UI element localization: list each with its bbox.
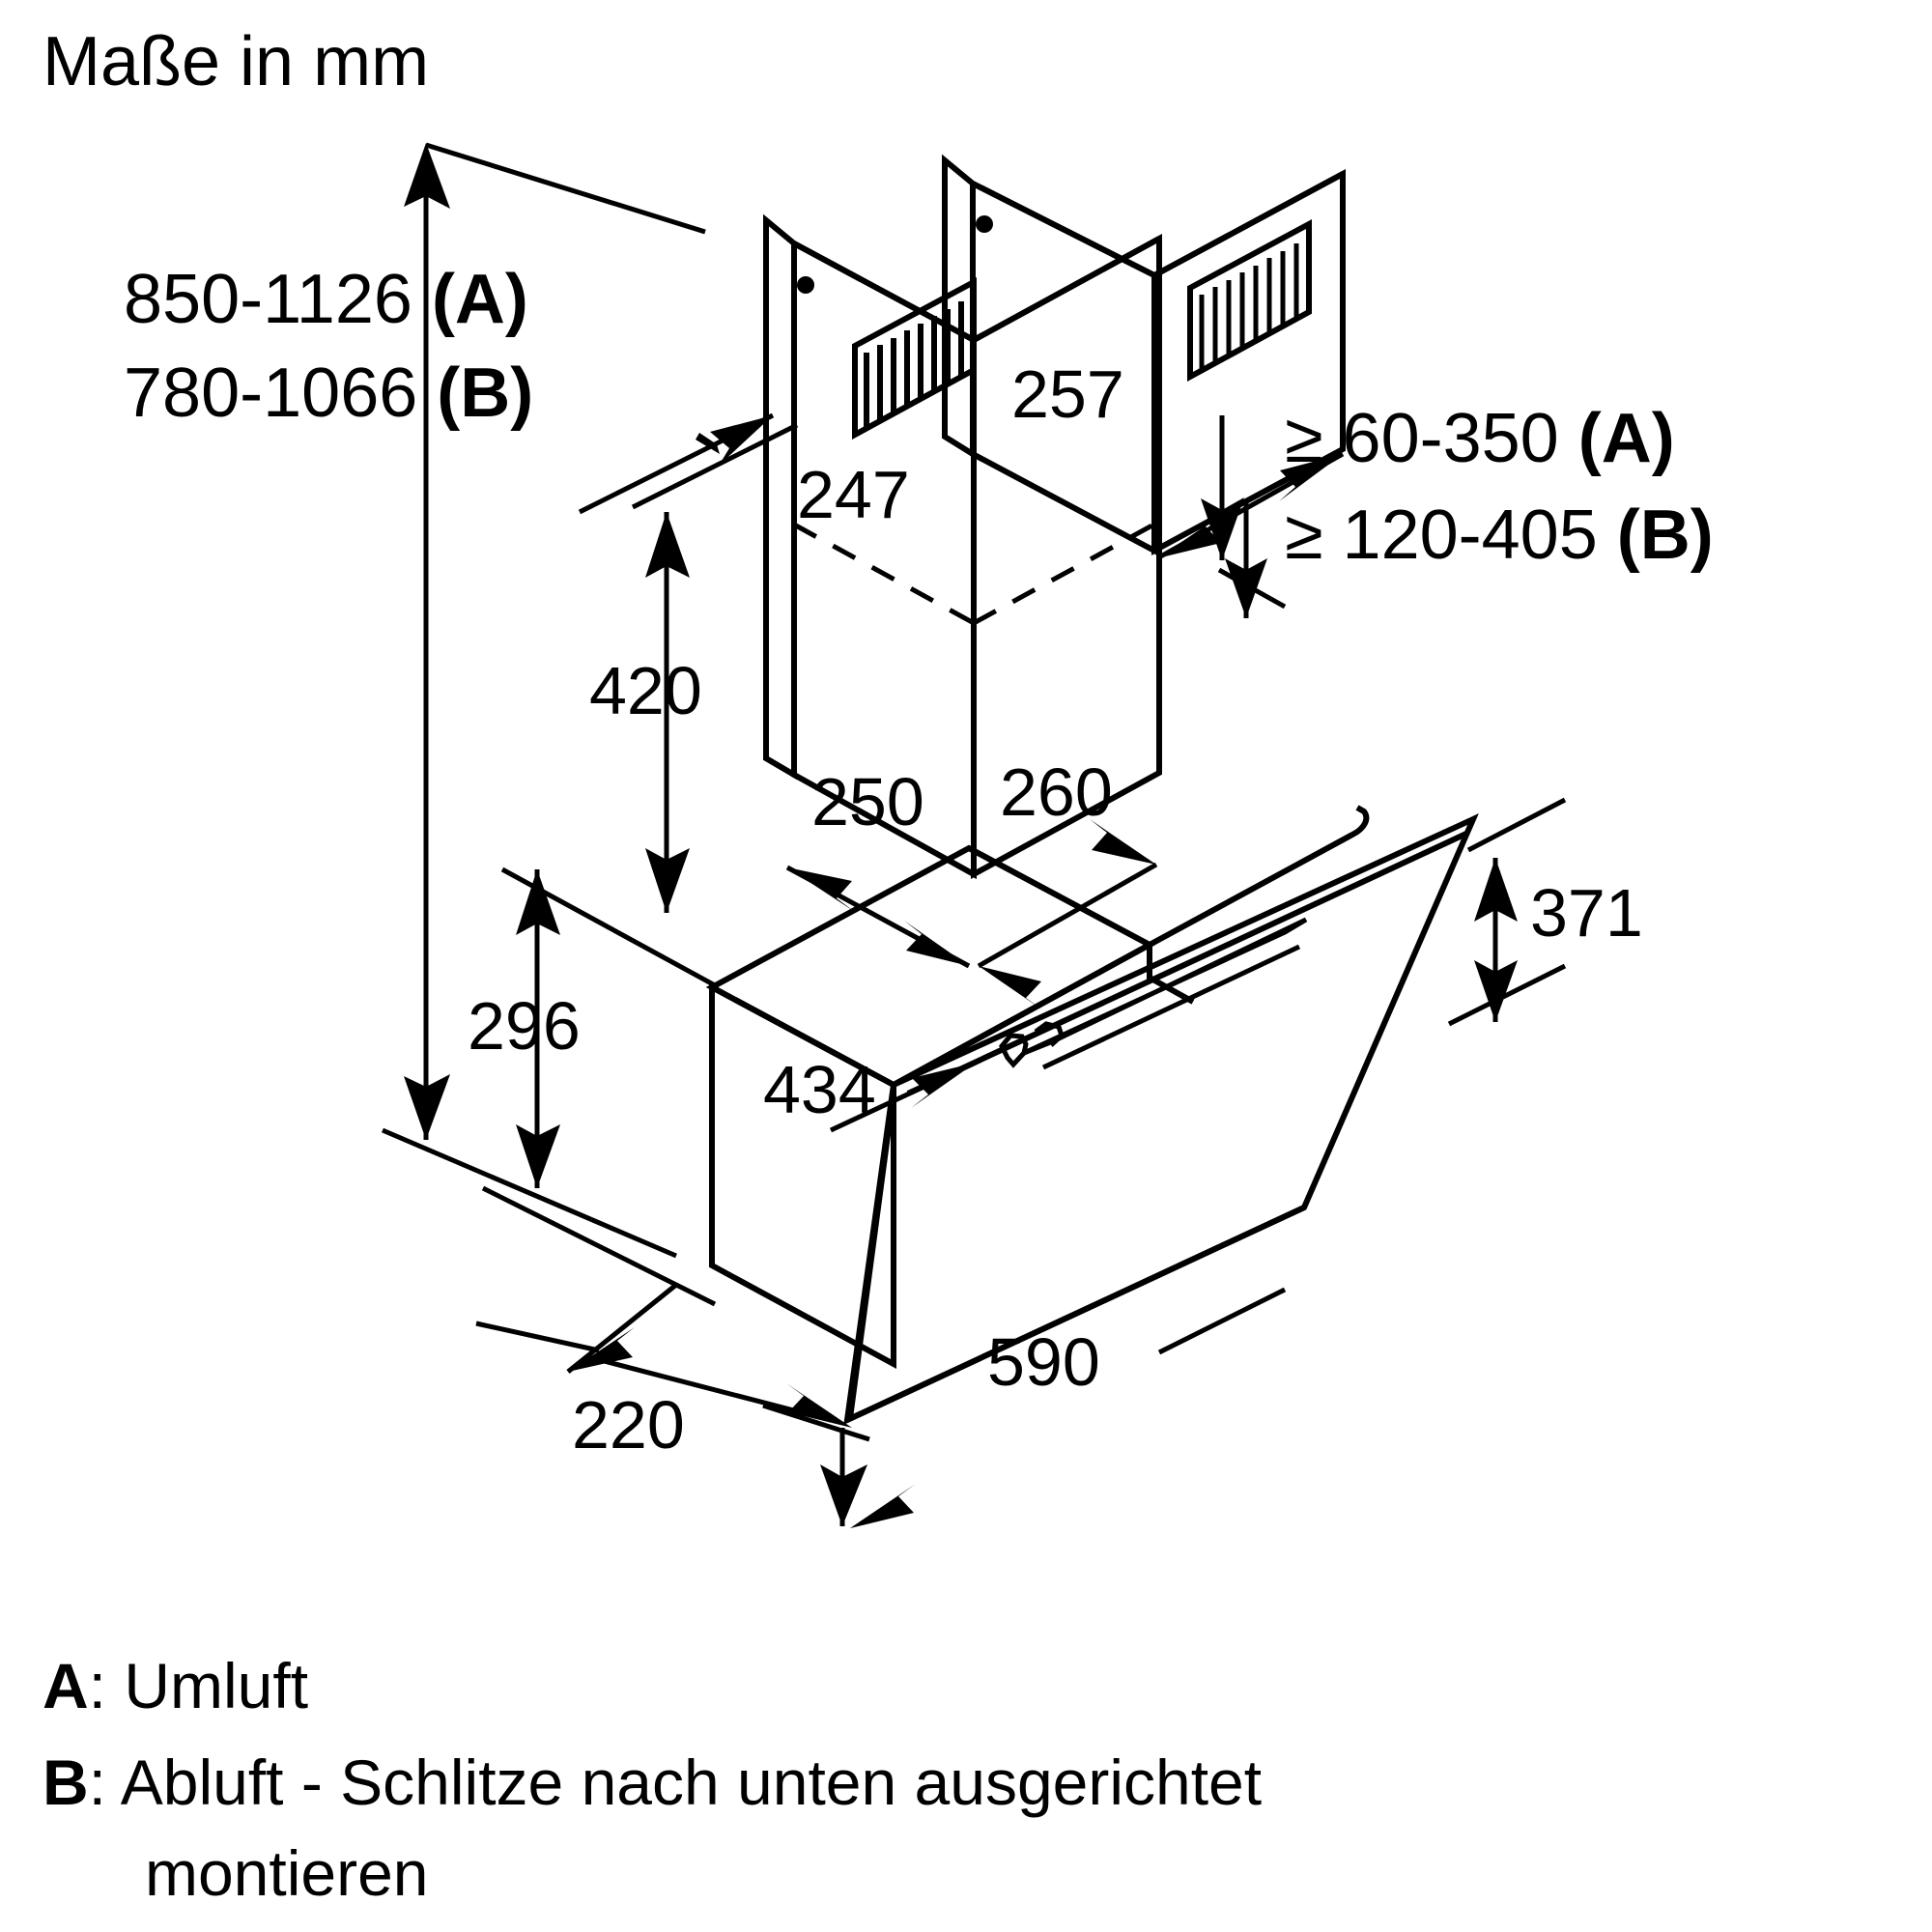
clearance-range-a: ≥ 60-350 (A)	[1285, 404, 1675, 473]
dim-chimney-upper-width: 247	[797, 457, 910, 532]
upper-chimney-vent-louvers	[1187, 218, 1312, 383]
legend-key-b: B	[43, 1747, 89, 1818]
dim-glass-height: 371	[1530, 875, 1643, 951]
legend-text-a: Umluft	[124, 1650, 309, 1721]
clearance-range-b-variant: (B)	[1616, 497, 1714, 574]
lower-chimney-vent-louvers	[852, 276, 977, 440]
dimension-arrowheads	[404, 143, 1518, 1528]
clearance-range-a-variant: (A)	[1577, 400, 1675, 477]
dim-chimney-upper-depth: 257	[1011, 356, 1124, 432]
greater-equal-icon-a: ≥	[1285, 400, 1323, 477]
legend-key-a: A	[43, 1650, 89, 1721]
legend-sep-a: :	[88, 1650, 107, 1721]
height-range-a: 850-1126 (A)	[124, 265, 528, 334]
mounting-hole-lower	[797, 276, 814, 294]
height-range-a-variant: (A)	[431, 261, 528, 338]
upper-chimney-shape	[942, 154, 1346, 556]
clearance-range-a-value: 60-350	[1342, 400, 1559, 477]
legend-item-b: B: Abluft - Schlitze nach unten ausgeric…	[43, 1750, 1262, 1814]
legend-item-a: A: Umluft	[43, 1654, 308, 1718]
height-range-a-value: 850-1126	[124, 261, 412, 338]
glass-hinge-latch	[999, 1021, 1065, 1068]
legend-text-b-continued: montieren	[145, 1837, 429, 1909]
dim-chimney-lower-width: 250	[811, 764, 924, 839]
dim-glass-width: 590	[987, 1324, 1100, 1400]
clearance-range-b-value: 120-405	[1342, 497, 1598, 574]
filter-handle-strip	[1022, 917, 1308, 1070]
greater-equal-icon-b: ≥	[1285, 497, 1323, 574]
clearance-range-b: ≥ 120-405 (B)	[1285, 500, 1714, 570]
slanted-glass-panel	[843, 813, 1479, 1426]
dim-chimney-height: 420	[589, 653, 702, 728]
hood-top-plate	[967, 805, 1370, 1005]
legend-sep-b: :	[88, 1747, 107, 1818]
height-range-b-variant: (B)	[437, 355, 534, 432]
dim-body-height: 296	[468, 988, 581, 1064]
dim-chimney-lower-depth: 260	[1000, 754, 1113, 830]
mounting-hole-upper	[976, 215, 993, 233]
legend-text-b: Abluft - Schlitze nach unten ausgerichte…	[120, 1747, 1263, 1818]
height-range-b-value: 780-1066	[124, 355, 418, 432]
page-title: Maße in mm	[43, 23, 430, 100]
dim-body-depth: 220	[572, 1387, 685, 1463]
telescope-joint-dashed	[792, 519, 1161, 626]
dim-body-width: 434	[763, 1052, 876, 1127]
height-range-b: 780-1066 (B)	[124, 358, 533, 428]
